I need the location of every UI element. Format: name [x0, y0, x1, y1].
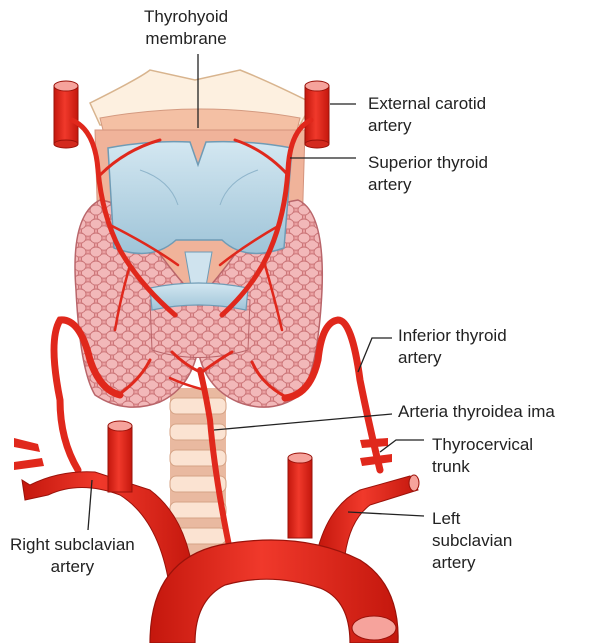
label-right-subclavian-artery: Right subclavian artery — [10, 534, 135, 578]
label-thyrohyoid-membrane: Thyrohyoid membrane — [144, 6, 228, 50]
label-arteria-thyroidea-ima: Arteria thyroidea ima — [398, 401, 555, 423]
label-external-carotid-artery: External carotid artery — [368, 93, 486, 137]
label-thyrocervical-trunk: Thyrocervical trunk — [432, 434, 533, 478]
label-left-subclavian-artery: Left subclavian artery — [432, 508, 512, 574]
thyroid-cartilage — [108, 142, 292, 254]
label-inferior-thyroid-artery: Inferior thyroid artery — [398, 325, 507, 369]
label-superior-thyroid-artery: Superior thyroid artery — [368, 152, 488, 196]
